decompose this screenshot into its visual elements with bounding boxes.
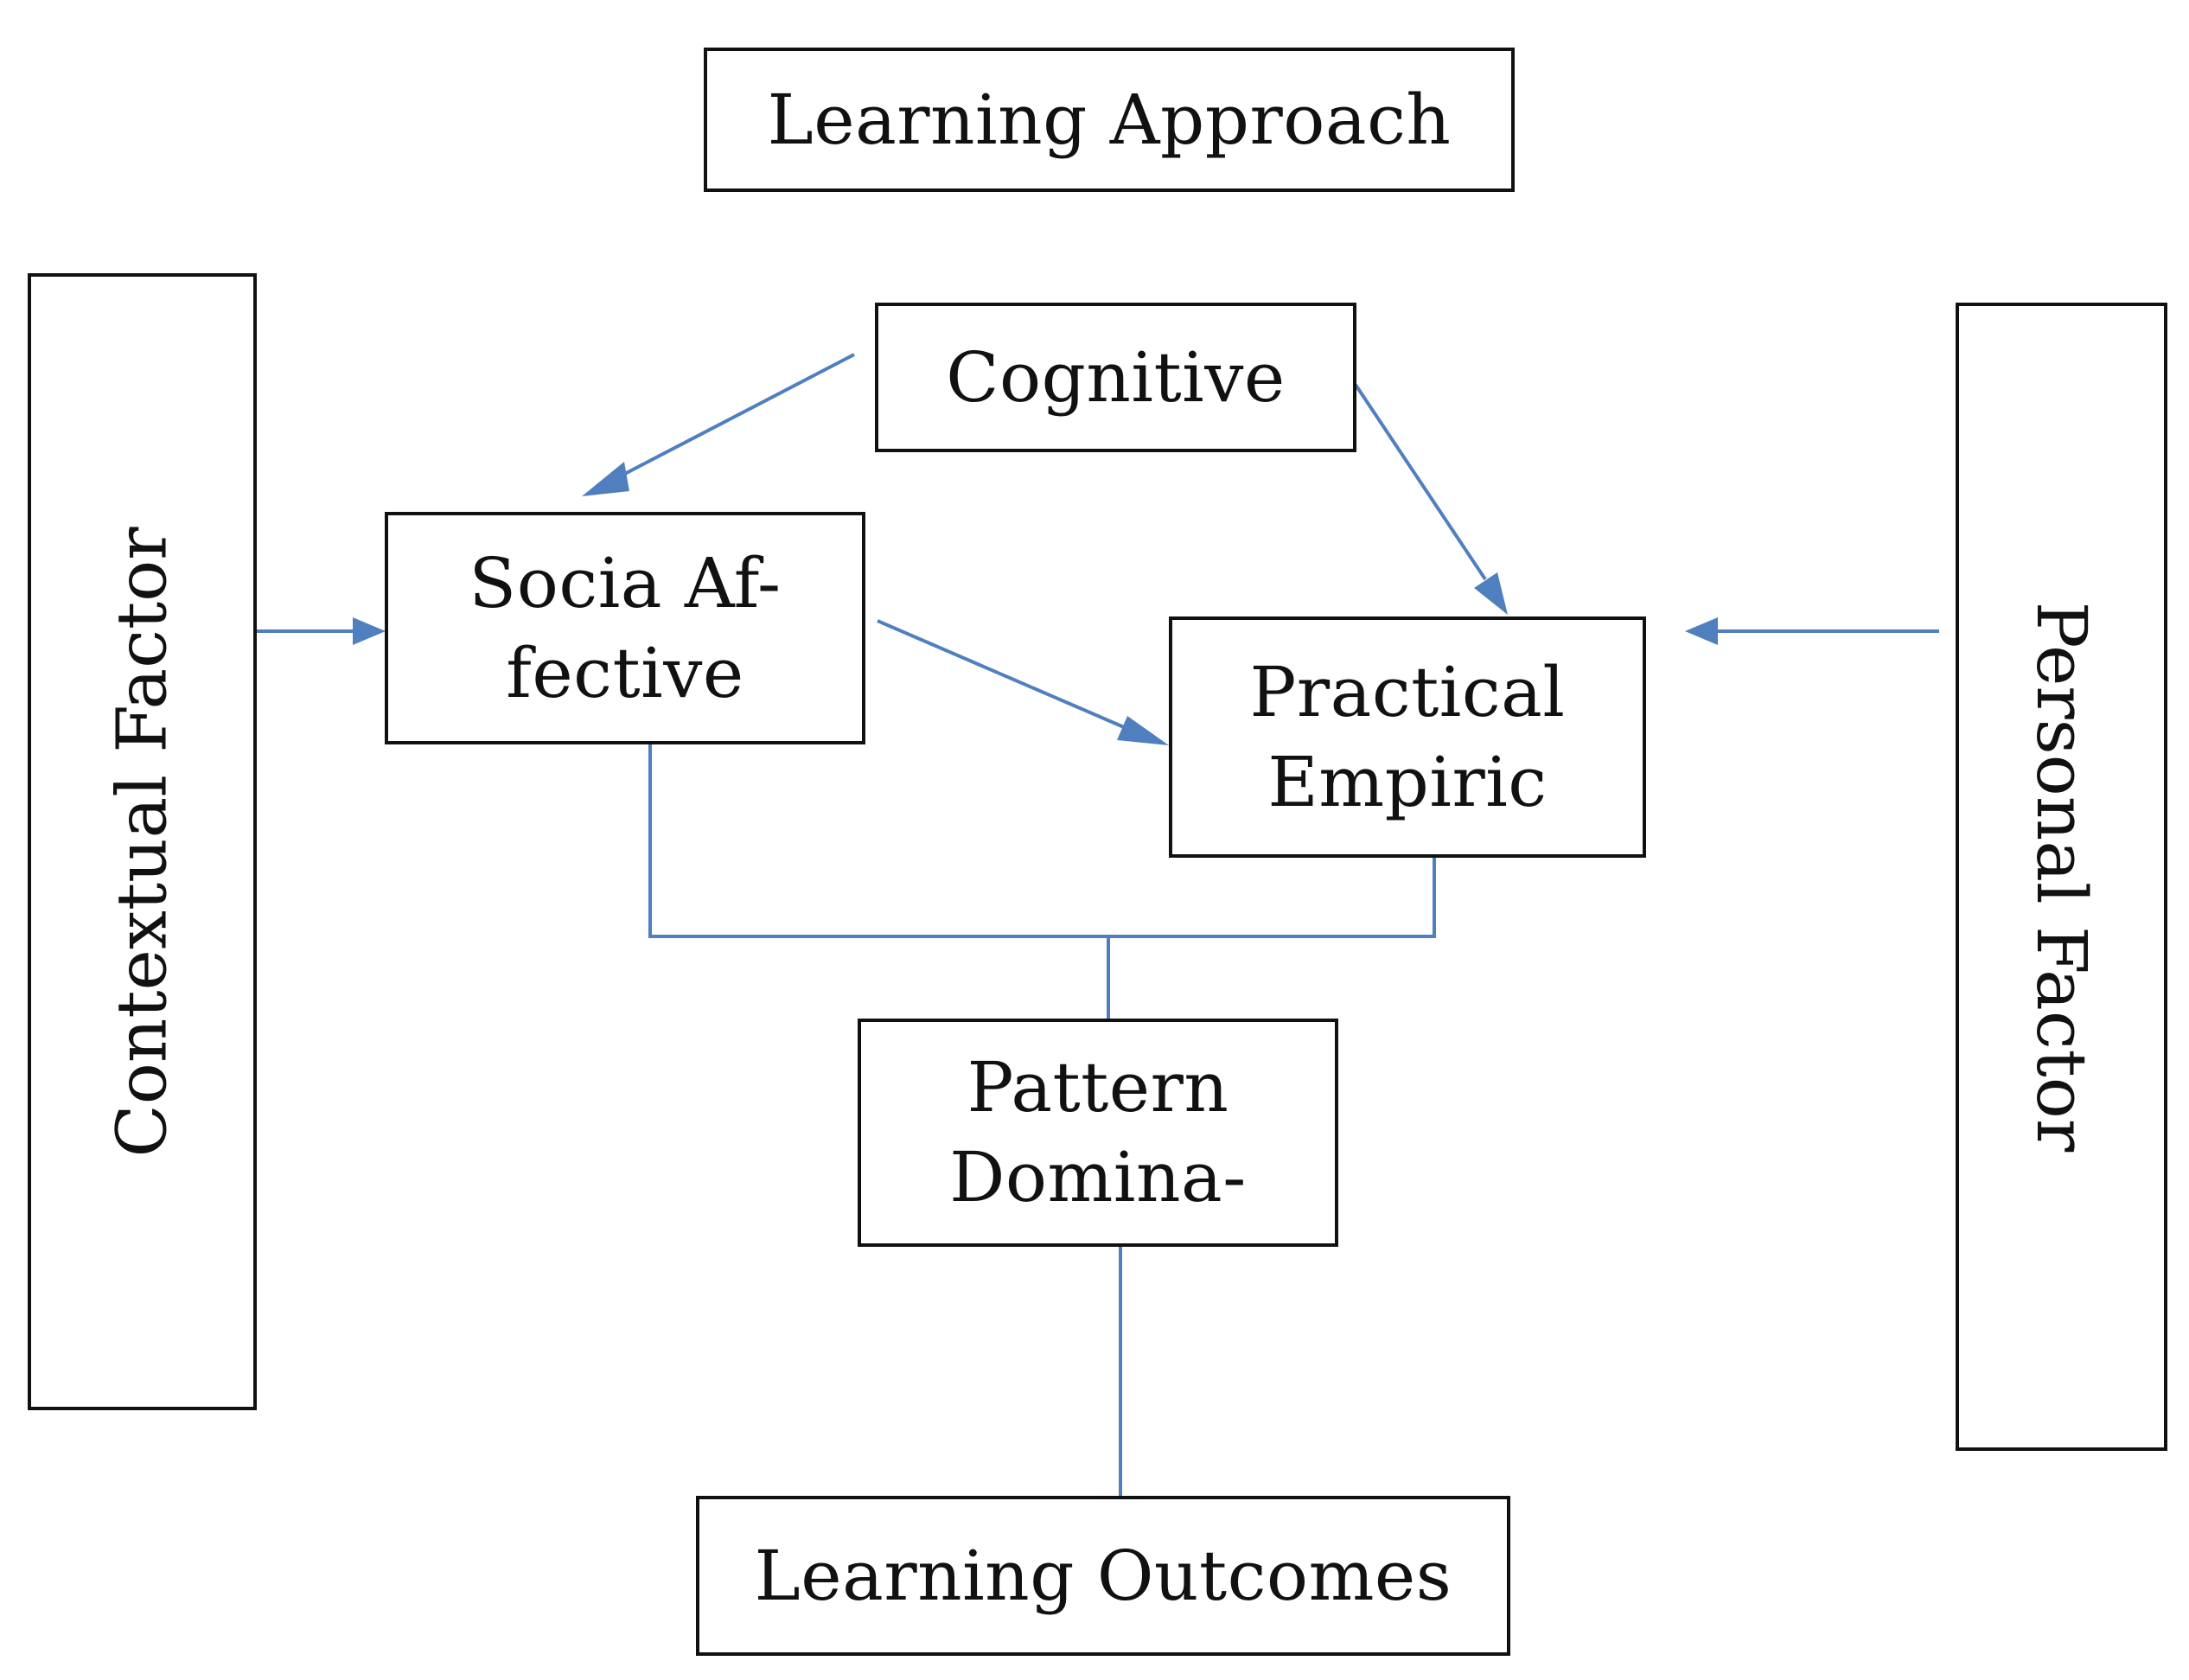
learning-approach-label: Learning Approach [767, 79, 1452, 160]
personal-factor-label: Personal Factor [2021, 601, 2103, 1153]
learning-outcomes-box: Learning Outcomes [696, 1496, 1510, 1656]
contextual-factor-label: Contextual Factor [101, 526, 182, 1158]
arrowhead-socio-affective-top [582, 462, 629, 496]
pattern-domina-label: Pattern Domina- [949, 1043, 1247, 1223]
edge-socio-affective-to-pattern-domina [648, 743, 1108, 938]
practical-empiric-label: Practical Empiric [1250, 648, 1566, 827]
socio-affective-label-line-1: Socia Af- [469, 542, 782, 623]
pattern-domina-box: Pattern Domina- [858, 1019, 1338, 1247]
edge-cognitive-to-socio-affective [617, 353, 855, 479]
arrowhead-practical-empiric-left [1117, 716, 1169, 745]
personal-factor-box: Personal Factor [1956, 303, 2167, 1451]
cognitive-box: Cognitive [875, 303, 1356, 452]
learning-outcomes-label: Learning Outcomes [754, 1535, 1452, 1616]
edge-socio-affective-to-practical-empiric [877, 619, 1125, 729]
learning-approach-box: Learning Approach [704, 48, 1515, 192]
arrowhead-practical-empiric-top [1474, 572, 1508, 615]
pattern-domina-label-line-2: Domina- [949, 1137, 1247, 1217]
socio-affective-label-line-2: fective [506, 632, 744, 713]
socio-affective-box: Socia Af- fective [385, 512, 865, 744]
pattern-domina-label-line-1: Pattern [967, 1047, 1229, 1127]
edge-practical-empiric-to-pattern-domina [1108, 856, 1436, 938]
contextual-factor-box: Contextual Factor [28, 273, 257, 1410]
practical-empiric-box: Practical Empiric [1169, 616, 1646, 858]
edge-cognitive-to-practical-empiric [1354, 383, 1487, 581]
practical-empiric-label-line-2: Empiric [1267, 741, 1548, 822]
cognitive-label: Cognitive [946, 336, 1286, 418]
arrowhead-socio-affective-left [353, 617, 386, 645]
practical-empiric-label-line-1: Practical [1249, 651, 1566, 732]
arrowhead-practical-empiric-right [1685, 617, 1718, 645]
socio-affective-label: Socia Af- fective [469, 539, 781, 719]
